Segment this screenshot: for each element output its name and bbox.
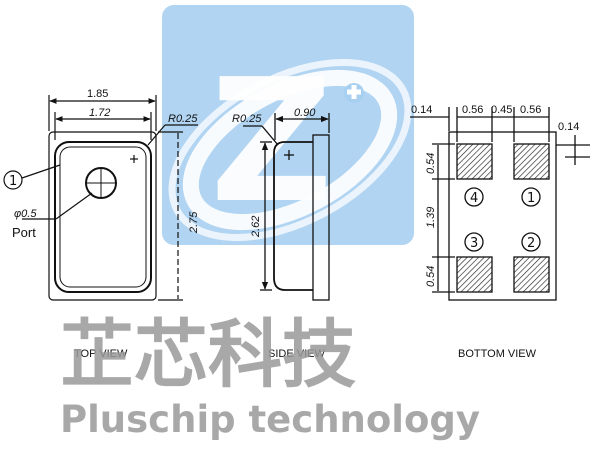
- pad-label-3: 3: [470, 236, 478, 251]
- pad-3: [456, 256, 493, 293]
- dim-side-width: 0.90: [294, 107, 316, 119]
- bottom-view-label: BOTTOM VIEW: [458, 348, 537, 360]
- bottom-view: [410, 107, 590, 301]
- brand-english-name: Pluschip technology: [60, 398, 480, 441]
- dim-bottom-pad-height-top: 0.54: [425, 153, 437, 174]
- dim-top-width-outer: 1.85: [87, 88, 108, 100]
- dim-bottom-pad-width-b: 0.56: [520, 104, 541, 116]
- port-label: Port: [12, 225, 36, 240]
- side-view-label: SIDE VIEW: [268, 348, 325, 360]
- dim-port-diameter: φ0.5: [14, 208, 37, 220]
- top-view: [3, 95, 198, 301]
- top-view-inner: [54, 141, 152, 293]
- callout-one: 1: [9, 174, 17, 189]
- dim-bottom-pad-pitch: 1.39: [425, 207, 437, 228]
- pad-label-2: 2: [527, 236, 535, 251]
- bottom-view-outline: [448, 131, 557, 301]
- dim-corner-radius-top: R0.25: [168, 113, 198, 125]
- dim-bottom-pad-height-bottom: 0.54: [425, 266, 437, 287]
- top-view-label: TOP VIEW: [74, 348, 128, 360]
- side-view-substrate: [312, 134, 330, 301]
- top-view-outline: [48, 131, 157, 301]
- brand-logo: Z: [162, 5, 414, 245]
- dim-bottom-pad-width-a: 0.56: [462, 104, 483, 116]
- dim-corner-radius-side: R0.25: [232, 113, 262, 125]
- dim-bottom-offset-left: 0.14: [411, 104, 432, 116]
- side-view-lid: [273, 141, 313, 291]
- pad-4: [456, 143, 493, 180]
- dim-bottom-pad-gap: 0.45: [491, 104, 512, 116]
- pad-label-4: 4: [470, 191, 478, 206]
- pad-1: [513, 143, 550, 180]
- side-view: [243, 113, 330, 301]
- dim-bottom-offset-right: 0.14: [558, 121, 579, 133]
- port-hole: [85, 167, 117, 199]
- dim-top-width-inner: 1.72: [89, 107, 110, 119]
- dim-top-height: 2.75: [188, 211, 200, 234]
- pad-2: [513, 256, 550, 293]
- pad-label-1: 1: [527, 191, 535, 206]
- dim-side-height: 2.62: [250, 216, 262, 238]
- top-view-inner-2: [59, 146, 147, 288]
- brand-chinese-name: 芷芯科技: [60, 312, 356, 398]
